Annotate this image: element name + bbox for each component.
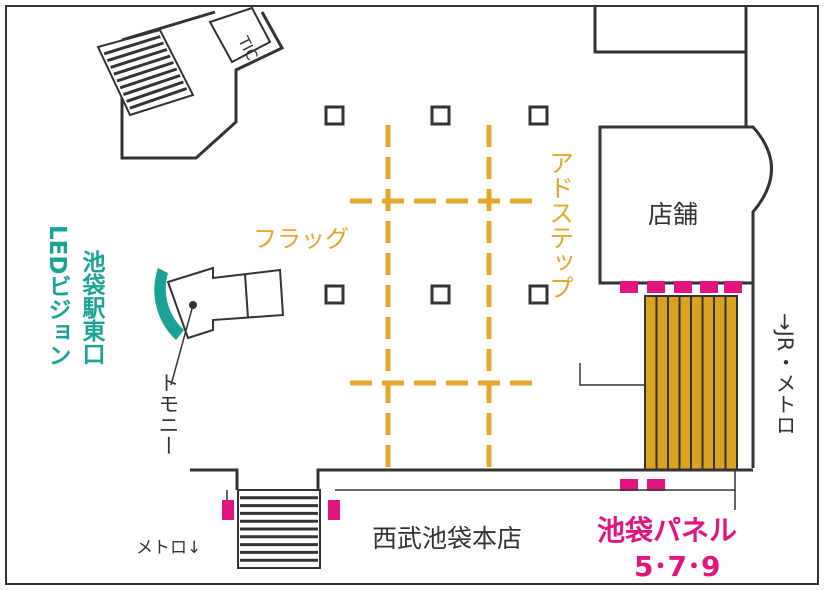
store-block: 店舗 <box>598 125 773 285</box>
seibu-label: 西武池袋本店 <box>372 524 522 553</box>
panel-marker <box>620 479 638 491</box>
hatch-line <box>103 35 161 56</box>
jr-metro-label: →JR・メトロ <box>773 313 797 435</box>
hatch-line <box>110 48 168 69</box>
hatch-line <box>119 67 178 90</box>
bottom-thin-lines <box>226 470 736 510</box>
pillar <box>430 105 451 126</box>
escalator-top-left <box>96 28 195 117</box>
top-right-structure <box>593 6 748 126</box>
tic-booth: TIC <box>208 6 272 64</box>
pillar <box>324 284 345 305</box>
hatch-line <box>126 80 184 103</box>
panel-label-line1: 池袋パネル <box>597 514 737 547</box>
flag-lines <box>350 125 532 470</box>
stairs-bottom <box>237 489 321 569</box>
panel-marker <box>222 500 234 520</box>
hatch-line <box>106 41 165 63</box>
panel-marker <box>724 281 742 293</box>
pillars <box>324 105 549 305</box>
led-label-line1: 池袋駅東口 <box>78 250 107 365</box>
panel-marker <box>700 281 718 293</box>
hatch-line <box>122 74 181 97</box>
panel-marker <box>647 479 665 491</box>
led-vision-screen <box>154 268 184 340</box>
pillar <box>528 284 549 305</box>
hatch-line <box>113 54 171 76</box>
led-label-line2: LEDビジョン <box>44 225 71 366</box>
adstep-label: アドステップ <box>546 150 575 300</box>
adstep-leader-line <box>579 363 645 386</box>
map-frame <box>5 5 819 585</box>
panel-label-line2: 5･7･9 <box>634 550 720 583</box>
pillar <box>324 105 345 126</box>
tomoni-kiosk <box>166 266 285 340</box>
store-label: 店舗 <box>648 200 698 229</box>
panel-marker <box>328 500 340 520</box>
panel-marker <box>647 281 665 293</box>
hatch-line <box>116 61 174 83</box>
metro-left-label: メトロ↓ <box>136 538 201 558</box>
adstep-area <box>644 295 738 471</box>
pillar <box>430 284 451 305</box>
tomoni-leader-line <box>170 304 194 386</box>
panel-marker <box>620 281 638 293</box>
pillar <box>528 105 549 126</box>
ikebukuro-panels <box>222 281 742 520</box>
tomoni-label: トモニー <box>156 372 180 456</box>
panel-marker <box>674 281 692 293</box>
flag-label: フラッグ <box>253 225 349 253</box>
hatch-line <box>129 87 188 110</box>
bottom-walls <box>190 468 753 490</box>
